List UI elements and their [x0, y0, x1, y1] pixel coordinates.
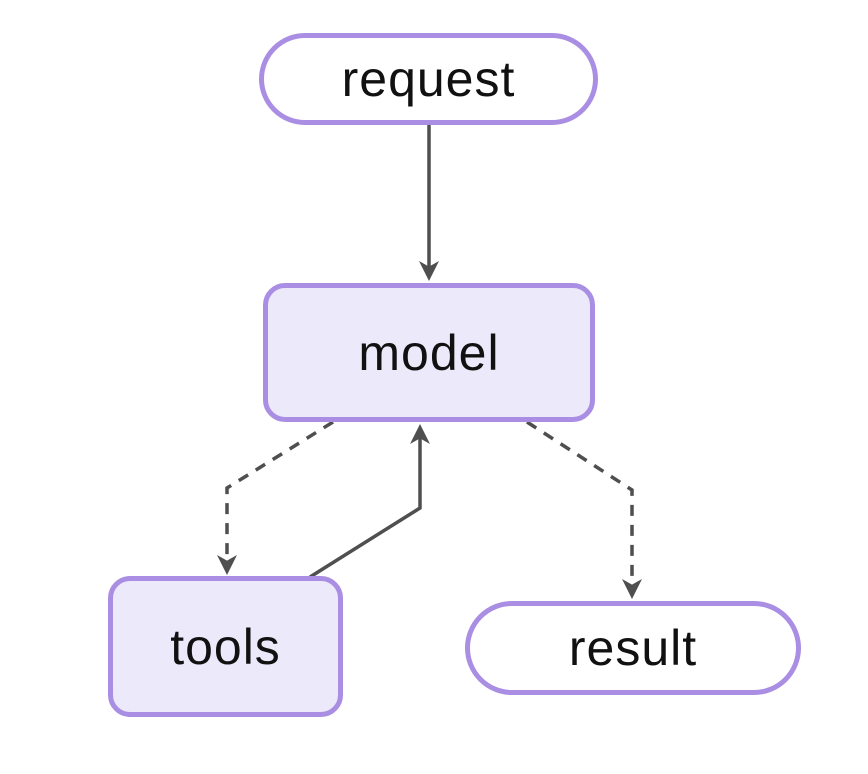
node-model-label: model: [358, 324, 500, 381]
node-tools: tools: [108, 576, 343, 717]
edge-model-to-tools: [217, 420, 334, 575]
node-result-label: result: [568, 620, 698, 676]
edge-model-to-result: [526, 420, 642, 599]
edge-tools-to-model: [309, 424, 430, 579]
node-result: result: [465, 601, 801, 695]
node-request: request: [259, 33, 598, 125]
node-request-label: request: [341, 51, 516, 107]
node-tools-label: tools: [170, 618, 281, 675]
node-model: model: [263, 283, 595, 422]
